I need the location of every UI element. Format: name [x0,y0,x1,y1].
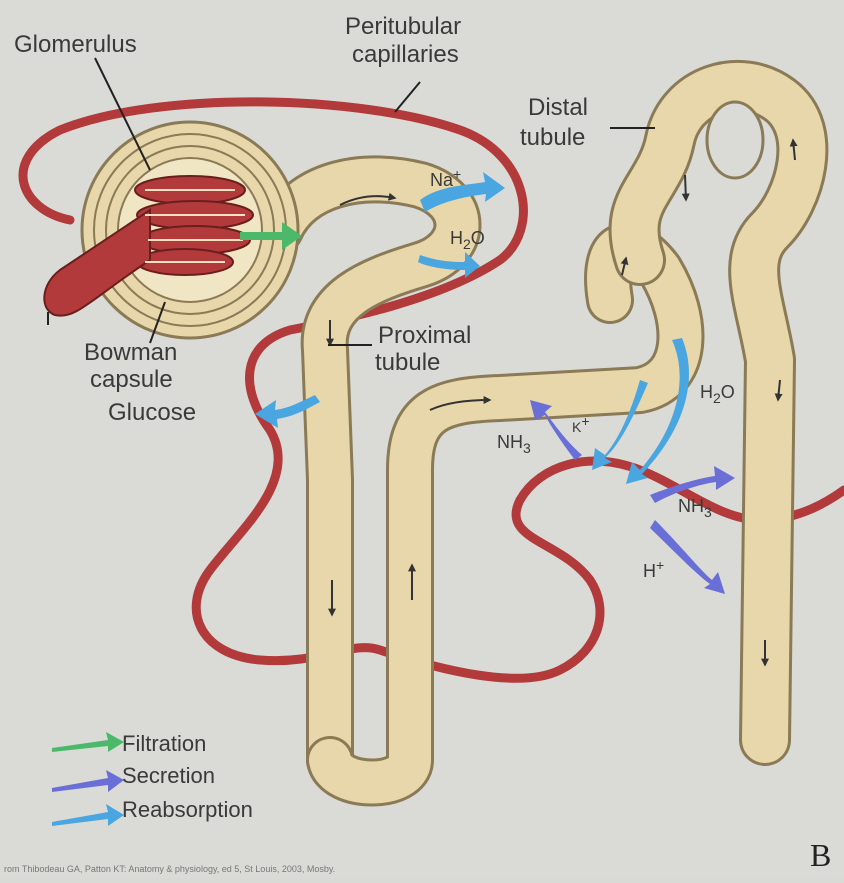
label-peritubular-1: Peritubular [345,13,461,40]
legend-filtration-label: Filtration [122,731,206,756]
legend-reabsorption-label: Reabsorption [122,797,253,822]
panel-letter: B [810,837,831,873]
label-glomerulus: Glomerulus [14,31,137,58]
label-bowman-2: capsule [90,366,173,393]
label-proximal-2: tubule [375,349,440,376]
label-distal-2: tubule [520,124,585,151]
legend-secretion-label: Secretion [122,763,215,788]
label-peritubular-2: capillaries [352,41,459,68]
label-glucose: Glucose [108,399,196,426]
source-credit: rom Thibodeau GA, Patton KT: Anatomy & p… [4,864,335,874]
label-bowman-1: Bowman [84,339,177,366]
label-distal-1: Distal [528,94,588,121]
label-proximal-1: Proximal [378,322,471,349]
